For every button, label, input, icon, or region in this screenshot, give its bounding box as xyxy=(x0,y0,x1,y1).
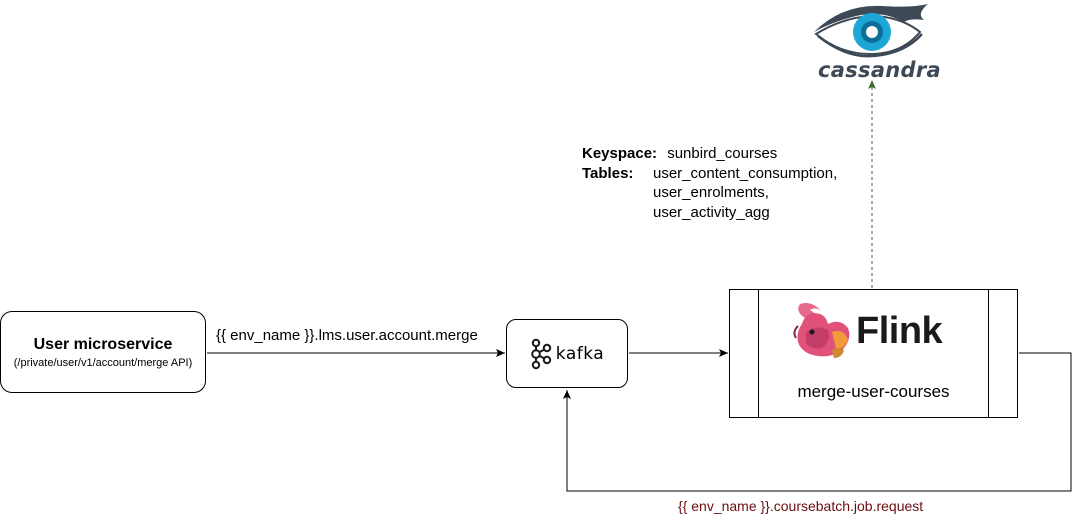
tables-row: Tables: user_content_consumption, user_e… xyxy=(582,164,837,223)
tables-key: Tables: xyxy=(582,164,634,182)
table-item: user_enrolments, xyxy=(653,184,769,201)
edge-flink-to-kafka xyxy=(563,352,1072,492)
cassandra-logo: cassandra xyxy=(812,2,941,84)
flink-job-name: merge-user-courses xyxy=(797,382,950,401)
flink-node-right-divider xyxy=(988,290,989,417)
table-item: user_activity_agg xyxy=(653,203,770,221)
store-info: Keyspace: sunbird_courses Tables: user_c… xyxy=(582,144,837,222)
edge-label-coursebatch-request: {{ env_name }}.coursebatch.job.request xyxy=(678,498,924,514)
cassandra-wordmark: cassandra xyxy=(818,58,941,82)
kafka-node: kafka xyxy=(506,319,628,388)
flink-logo: Flink xyxy=(792,302,943,360)
tables-list: user_content_consumption, user_enrolment… xyxy=(653,164,837,223)
flink-squirrel-icon xyxy=(793,303,850,358)
user-microservice-title: User microservice xyxy=(33,335,173,353)
edge-label-account-merge: {{ env_name }}.lms.user.account.merge xyxy=(216,327,478,344)
user-microservice-subtitle: (/private/user/v1/account/merge API) xyxy=(13,356,193,369)
keyspace-value: sunbird_courses xyxy=(667,145,778,162)
table-item: user_content_consumption, xyxy=(653,164,838,182)
user-microservice-node: User microservice (/private/user/v1/acco… xyxy=(0,311,206,393)
kafka-label: kafka xyxy=(555,343,605,364)
flink-node-left-divider xyxy=(758,290,759,417)
keyspace-key: Keyspace: xyxy=(582,145,658,162)
kafka-icon xyxy=(530,338,551,369)
keyspace-row: Keyspace: sunbird_courses xyxy=(582,144,837,164)
cassandra-eye-icon xyxy=(814,4,928,58)
flink-job-node: Flink merge-user-courses xyxy=(729,289,1018,418)
flink-wordmark: Flink xyxy=(856,309,943,352)
